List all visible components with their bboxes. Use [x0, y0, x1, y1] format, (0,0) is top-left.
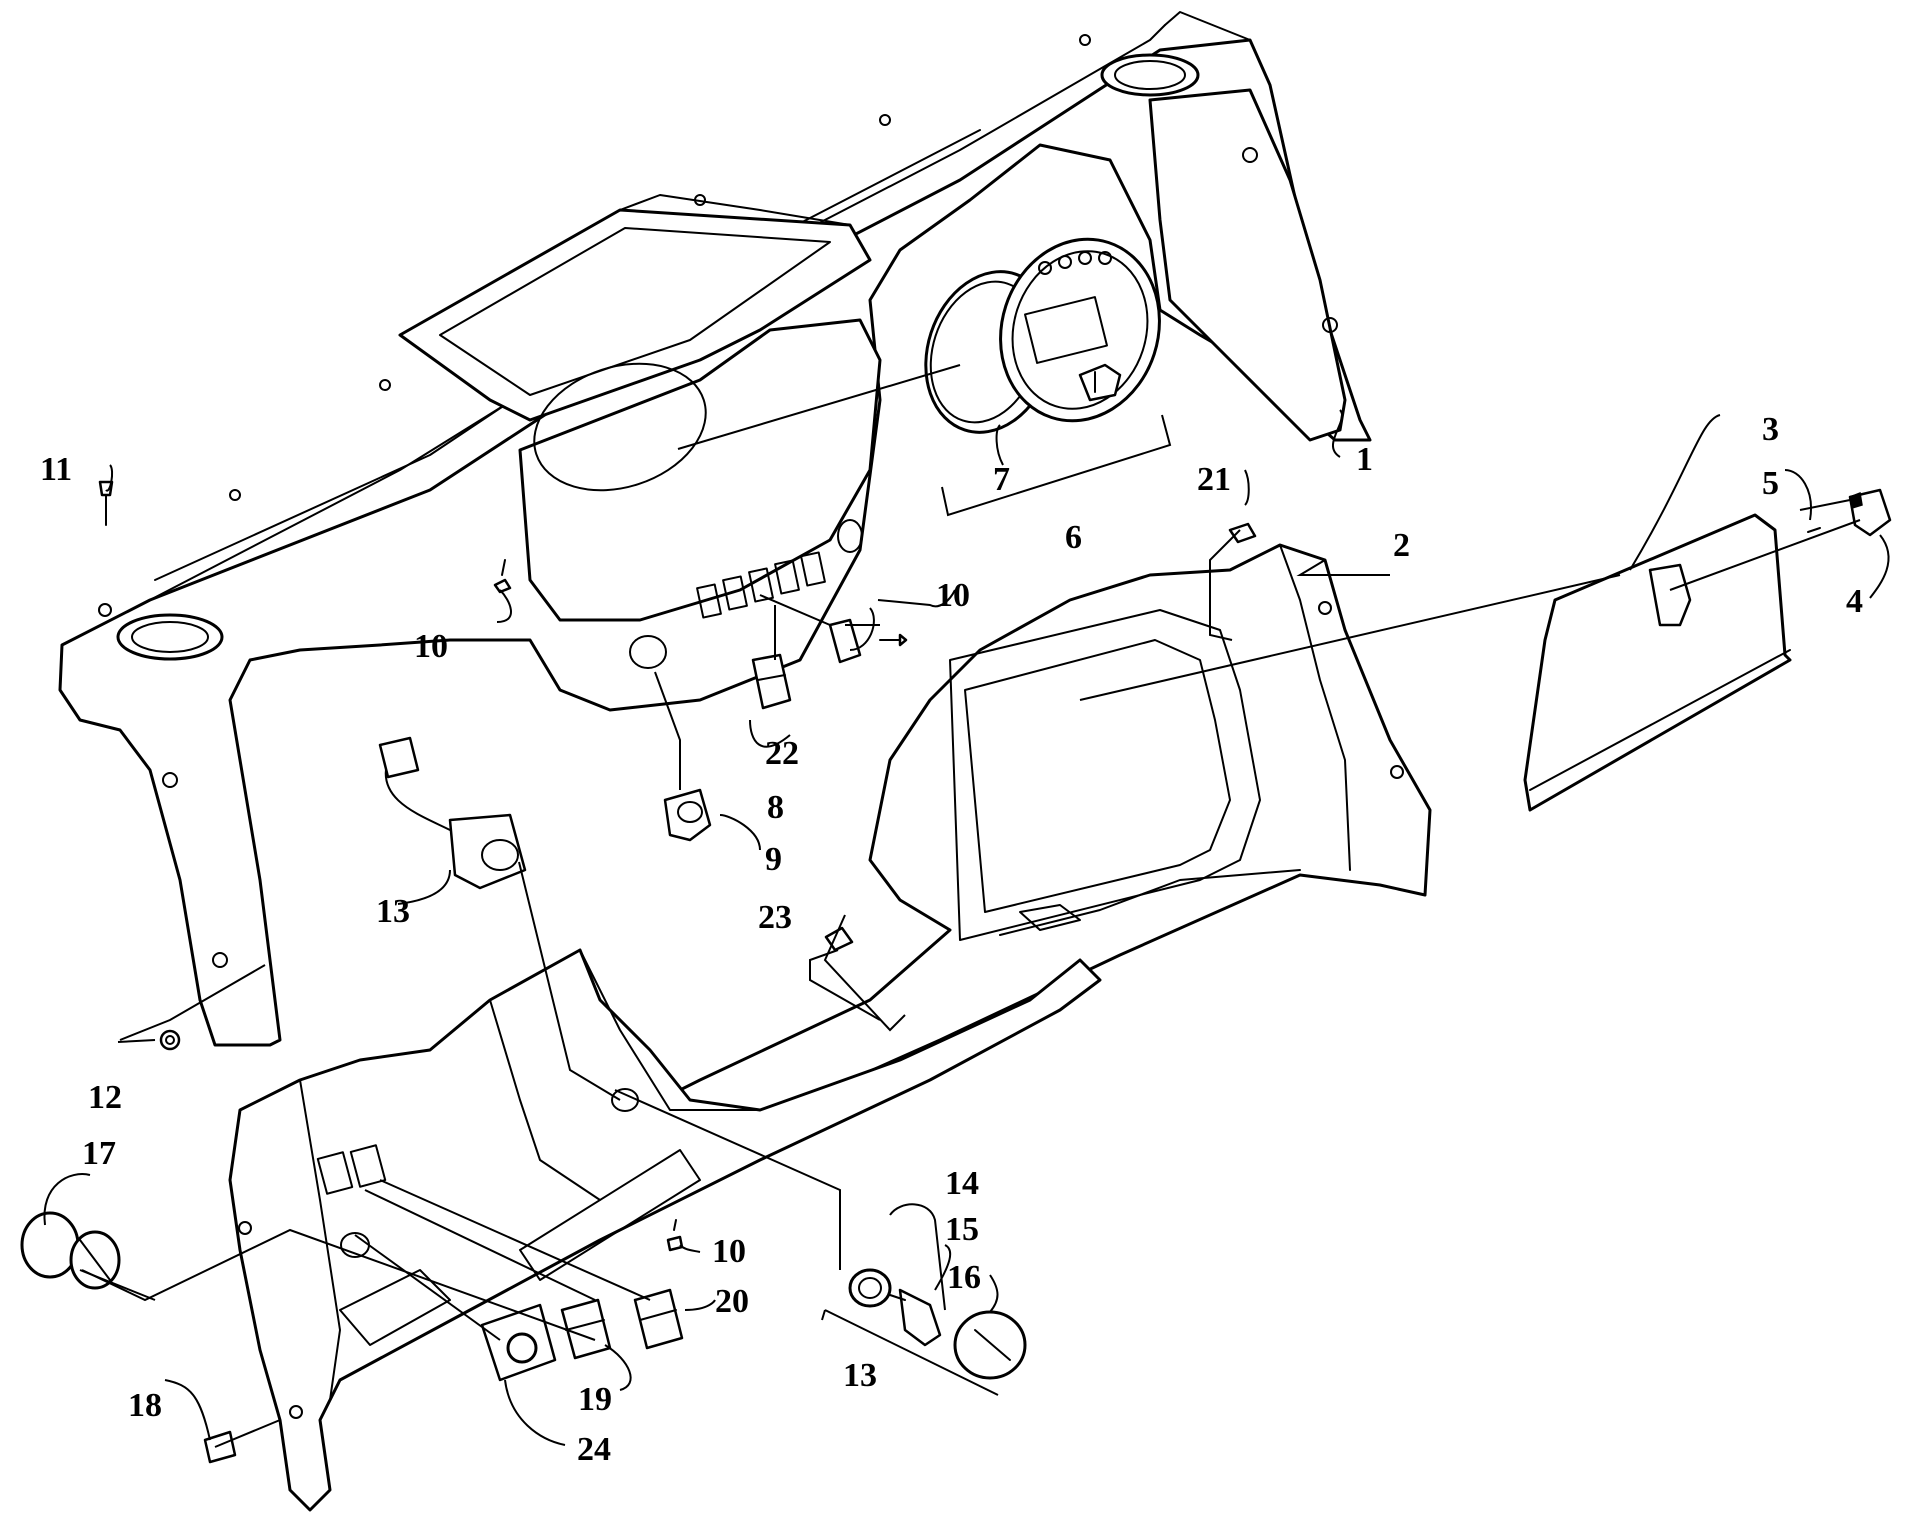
upper-dash-panel — [58, 11, 1372, 1047]
callout-2: 2 — [1393, 527, 1410, 564]
callout-10-left: 10 — [414, 628, 448, 665]
callout-18: 18 — [128, 1387, 162, 1424]
callout-brackets — [119, 414, 1172, 1396]
callout-20: 20 — [715, 1283, 749, 1320]
callout-4: 4 — [1846, 583, 1863, 620]
screw-10-left — [493, 559, 512, 594]
callout-10-lower: 10 — [712, 1233, 746, 1270]
callout-5: 5 — [1762, 465, 1779, 502]
callout-numbers: 1 2 3 4 5 6 7 8 9 10 10 10 11 12 13 13 1… — [40, 411, 1863, 1468]
screw-10-center — [879, 633, 908, 647]
callout-3: 3 — [1762, 411, 1779, 448]
callout-12: 12 — [88, 1079, 122, 1116]
control-plate-24 — [480, 1303, 557, 1382]
rocker-switch-19 — [560, 1298, 612, 1360]
screw-top-left — [98, 480, 114, 526]
latch-pin — [1807, 527, 1821, 533]
callout-17: 17 — [82, 1135, 116, 1172]
glove-box-door — [1523, 513, 1792, 812]
callout-23: 23 — [758, 899, 792, 936]
ignition-switch-13 — [378, 736, 527, 890]
rocker-switch-22 — [751, 653, 792, 710]
ignition-key-15 — [889, 1288, 942, 1347]
callout-8: 8 — [767, 789, 784, 826]
callout-11: 11 — [40, 451, 72, 488]
glove-box-latch — [1848, 488, 1892, 537]
callout-14: 14 — [945, 1165, 979, 1202]
callout-19: 19 — [578, 1381, 612, 1418]
clip-21 — [1228, 522, 1257, 544]
callout-13-lower: 13 — [843, 1357, 877, 1394]
selector-switch-17 — [20, 1211, 121, 1290]
leader-lines — [43, 364, 1890, 1448]
fastener-18 — [203, 1430, 237, 1464]
cover-plate-8 — [828, 618, 862, 664]
speedometer-gauge — [999, 237, 1161, 423]
ignition-ring-14 — [848, 1268, 892, 1308]
callout-22: 22 — [765, 735, 799, 772]
callout-16: 16 — [947, 1259, 981, 1296]
callout-24: 24 — [577, 1431, 611, 1468]
callout-6: 6 — [1065, 519, 1082, 556]
callout-21: 21 — [1197, 461, 1231, 498]
rocker-switch-20 — [633, 1288, 684, 1350]
callout-10-center: 10 — [936, 577, 970, 614]
ignition-knob-16 — [953, 1310, 1027, 1380]
callout-9: 9 — [765, 841, 782, 878]
callout-7: 7 — [993, 461, 1010, 498]
callout-13-upper: 13 — [376, 893, 410, 930]
callout-15: 15 — [945, 1211, 979, 1248]
power-outlet-9 — [663, 788, 712, 842]
nut-12 — [159, 1029, 181, 1051]
callout-1: 1 — [1356, 441, 1373, 478]
